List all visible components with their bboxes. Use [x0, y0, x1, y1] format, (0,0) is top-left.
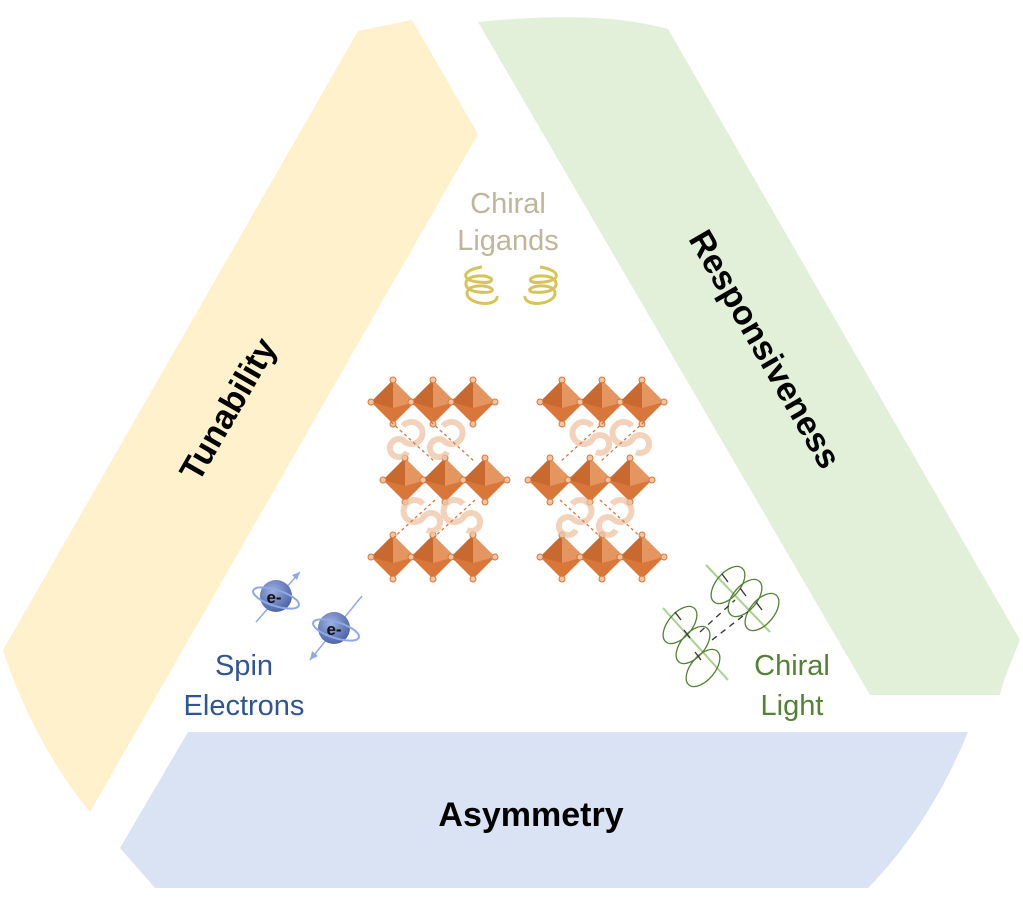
electron-symbol-1: e- [266, 588, 281, 607]
hydrogen-bond-line [430, 421, 476, 463]
hydrogen-bond-line [559, 499, 605, 541]
perovskite-structure-right [524, 376, 668, 583]
ligand-helix [440, 497, 484, 534]
ligand-helix [609, 419, 653, 456]
ligand-helix [400, 497, 444, 534]
hydrogen-bond-line [559, 421, 605, 463]
band-responsiveness [478, 17, 1020, 696]
ligand-helix [386, 419, 426, 460]
band-tunability [3, 20, 478, 812]
label-asymmetry: Asymmetry [438, 796, 623, 834]
hydrogen-bond-line [430, 499, 476, 541]
label-spin-electrons-line1: Spin [215, 650, 273, 682]
label-chiral-light-line1: Chiral [754, 650, 830, 682]
spin-electron-icon-1: e- [252, 571, 301, 623]
band-asymmetry [120, 732, 968, 888]
label-chiral-ligands-line2: Ligands [457, 225, 559, 257]
hydrogen-bond-line [390, 499, 436, 541]
ligand-helix-icon [464, 265, 558, 305]
label-chiral-light-line2: Light [761, 690, 824, 722]
label-spin-electrons-line2: Electrons [184, 690, 305, 722]
ligand-helix [569, 419, 613, 456]
ligand-helix [595, 497, 635, 538]
label-chiral-ligands-line1: Chiral [470, 188, 546, 220]
hydrogen-bond-line [390, 421, 436, 463]
chiral-light-wave-icon [662, 564, 780, 688]
octahedron [447, 376, 499, 428]
octahedron [459, 454, 511, 506]
octahedron [604, 454, 656, 506]
electron-symbol-2: e- [326, 620, 341, 639]
ligand-helix [426, 419, 466, 460]
octahedron [447, 531, 499, 583]
hydrogen-bond-line [599, 421, 645, 463]
ligand-helix [555, 497, 595, 538]
hydrogen-bond-line [599, 499, 645, 541]
perovskite-structure-left [367, 376, 511, 583]
octahedron [616, 531, 668, 583]
spin-electron-icon-2: e- [309, 595, 363, 661]
